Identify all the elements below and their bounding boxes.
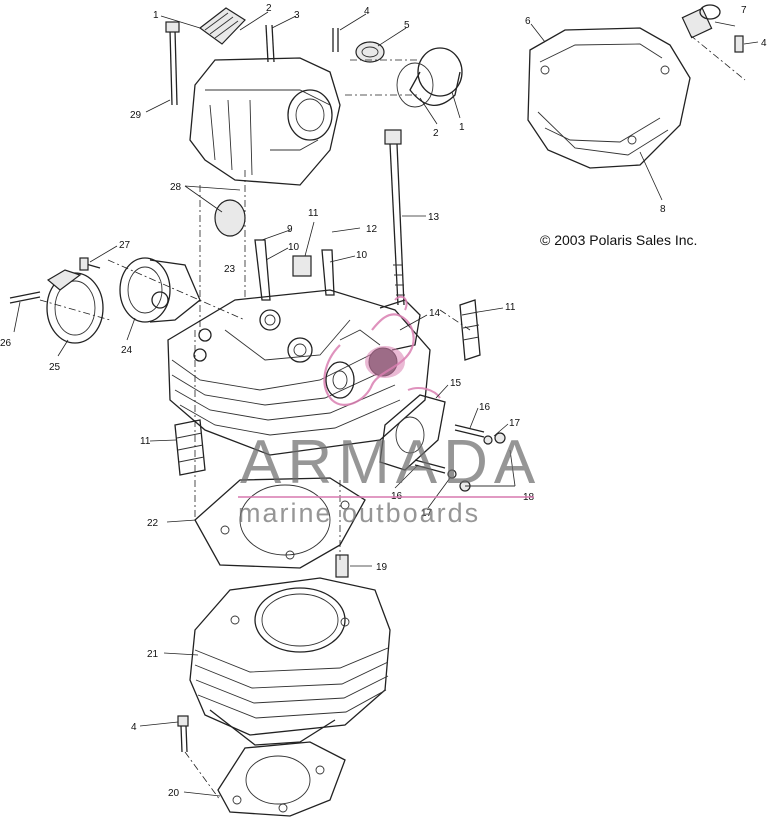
callout-20: 20 [168,788,180,799]
callout-11b: 11 [505,302,516,313]
base-gasket [217,741,346,817]
copyright-notice: © 2003 Polaris Sales Inc. [540,232,698,248]
callout-10b: 10 [356,250,368,261]
callout-8: 8 [660,204,666,215]
callout-17b: 17 [421,508,433,519]
callout-13: 13 [428,212,440,223]
callout-28: 28 [170,182,182,193]
cylinder-barrel [177,554,391,753]
callout-16a: 16 [479,402,491,413]
callout-4b: 4 [131,722,137,733]
callout-19: 19 [376,562,388,573]
head-gasket [194,477,366,569]
callout-12: 12 [366,224,378,235]
callout-4c: 4 [761,38,767,49]
callout-3: 3 [294,10,300,21]
valve-parts [174,299,516,492]
callout-5: 5 [404,20,410,31]
callout-24: 24 [121,345,133,356]
callout-1: 1 [153,10,159,21]
leader-lines [13,11,759,797]
callout-14: 14 [429,308,441,319]
callout-27: 27 [119,240,131,251]
callout-6: 6 [525,16,531,27]
callout-26: 26 [0,338,12,349]
callout-22: 22 [147,518,159,529]
callout-4: 4 [364,6,370,17]
callout-1b: 1 [459,122,465,133]
callout-29: 29 [130,110,142,121]
callout-9: 9 [287,224,293,235]
pushrod-tube [384,129,405,306]
callout-11c: 11 [140,436,151,447]
callout-2b: 2 [433,128,439,139]
watermark-emblem [323,295,441,406]
callout-2: 2 [266,3,272,14]
callout-23: 23 [224,264,236,275]
callout-7: 7 [741,5,747,16]
callout-15: 15 [450,378,462,389]
alignment-lines [39,59,471,801]
callout-25: 25 [49,362,61,373]
watermark-divider [238,496,534,498]
callout-11a: 11 [308,208,319,219]
watermark-subtitle: marine outboards [238,498,481,528]
watermark-title: ARMADA [240,428,542,497]
callout-21: 21 [147,649,159,660]
intake-boot [9,257,201,344]
callout-10a: 10 [288,242,300,253]
head-cover [527,4,746,169]
cam-housing [165,7,463,237]
callout-17a: 17 [509,418,521,429]
